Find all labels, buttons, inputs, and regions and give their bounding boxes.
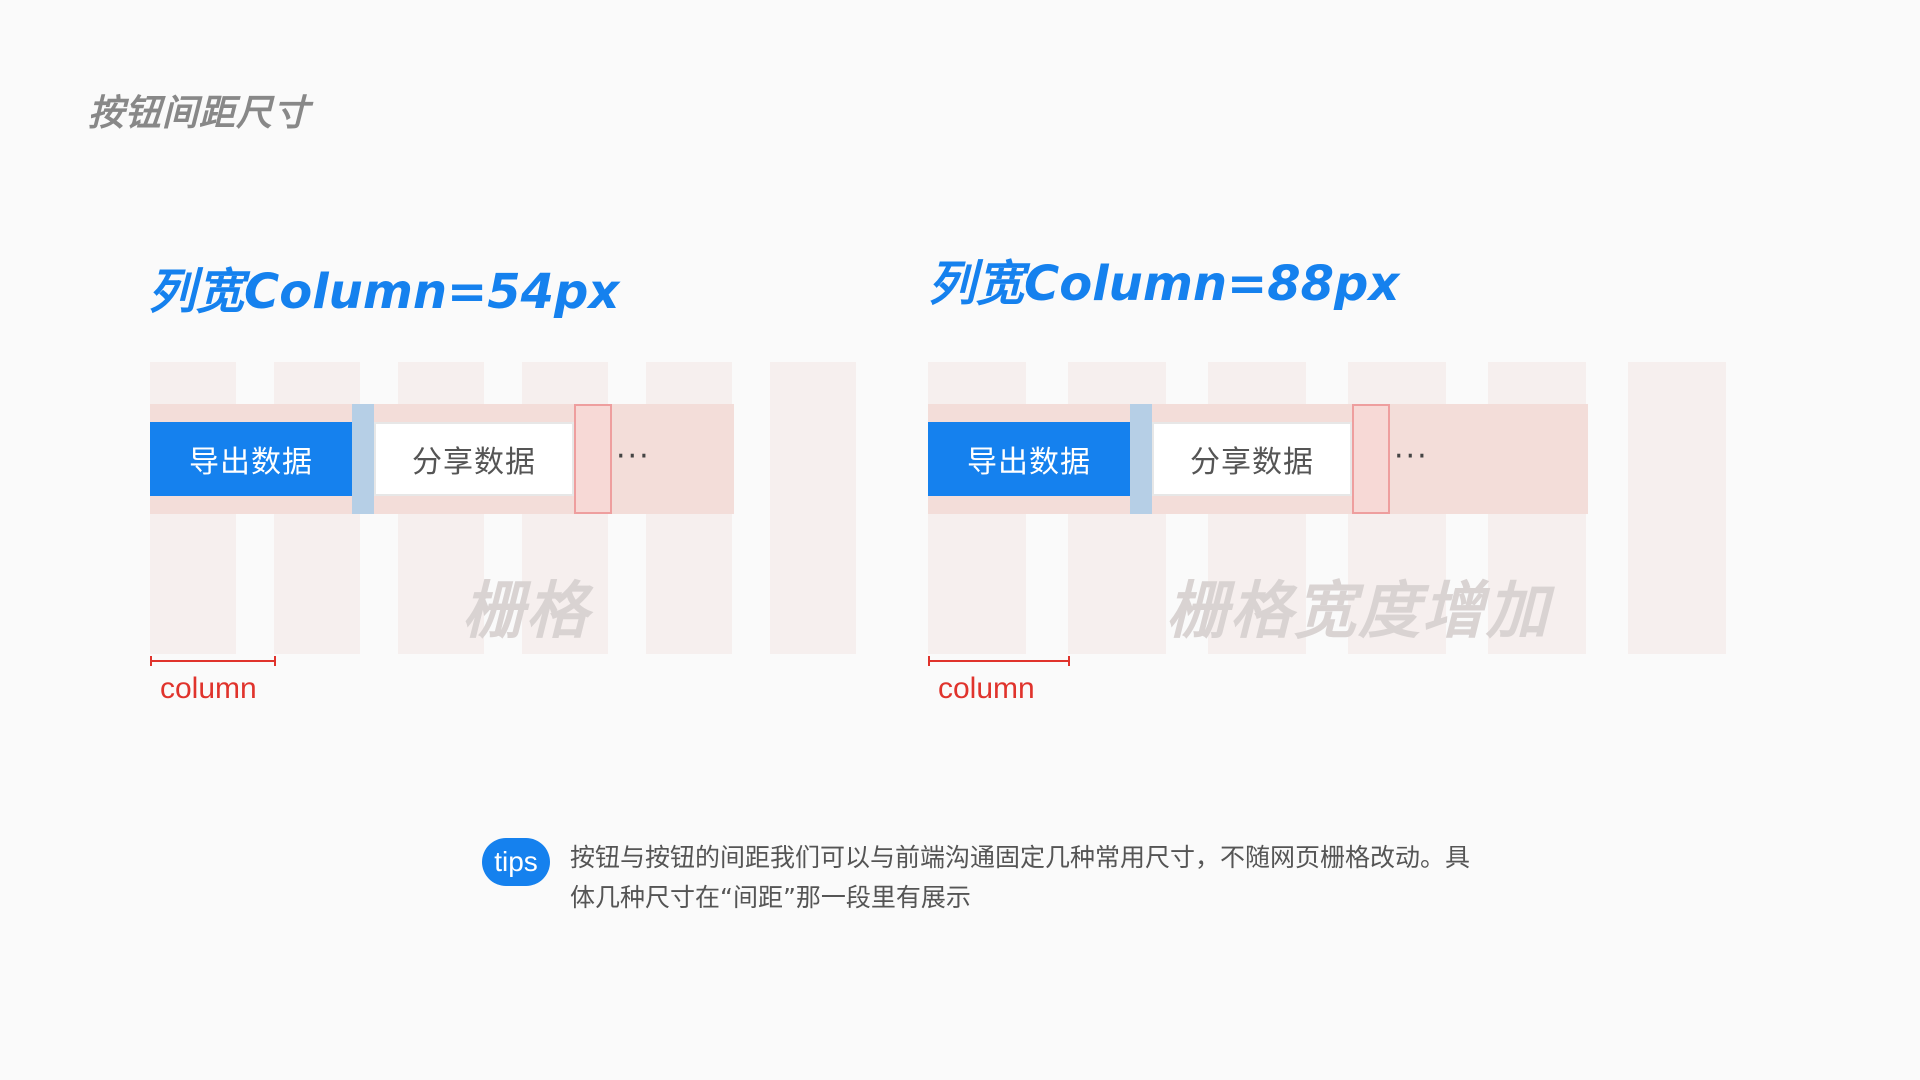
page-title: 按钮间距尺寸 [88, 93, 311, 134]
button-gap-marker [1130, 404, 1152, 514]
tips-text: 按钮与按钮的间距我们可以与前端沟通固定几种常用尺寸，不随网页栅格改动。具体几种尺… [570, 843, 1471, 912]
panel-heading: 列宽Column=54px [148, 264, 620, 320]
column-measure [928, 656, 1070, 666]
share-data-button[interactable]: 分享数据 [1152, 422, 1352, 496]
column-measure-label: column [160, 672, 257, 705]
tips-badge: tips [482, 838, 550, 886]
column-measure-label: column [938, 672, 1035, 705]
more-icon[interactable]: ··· [616, 439, 651, 474]
gap-highlight [1352, 404, 1390, 514]
export-data-button[interactable]: 导出数据 [928, 422, 1130, 496]
share-data-button[interactable]: 分享数据 [374, 422, 574, 496]
grid-watermark: 栅格宽度增加 [1166, 574, 1551, 647]
grid-column [1628, 362, 1726, 654]
grid-column [770, 362, 856, 654]
more-icon[interactable]: ··· [1394, 439, 1429, 474]
grid-watermark: 栅格 [462, 574, 591, 647]
gap-highlight [574, 404, 612, 514]
button-gap-marker [352, 404, 374, 514]
column-measure [150, 656, 276, 666]
export-data-button[interactable]: 导出数据 [150, 422, 352, 496]
panel-heading: 列宽Column=88px [928, 256, 1400, 312]
